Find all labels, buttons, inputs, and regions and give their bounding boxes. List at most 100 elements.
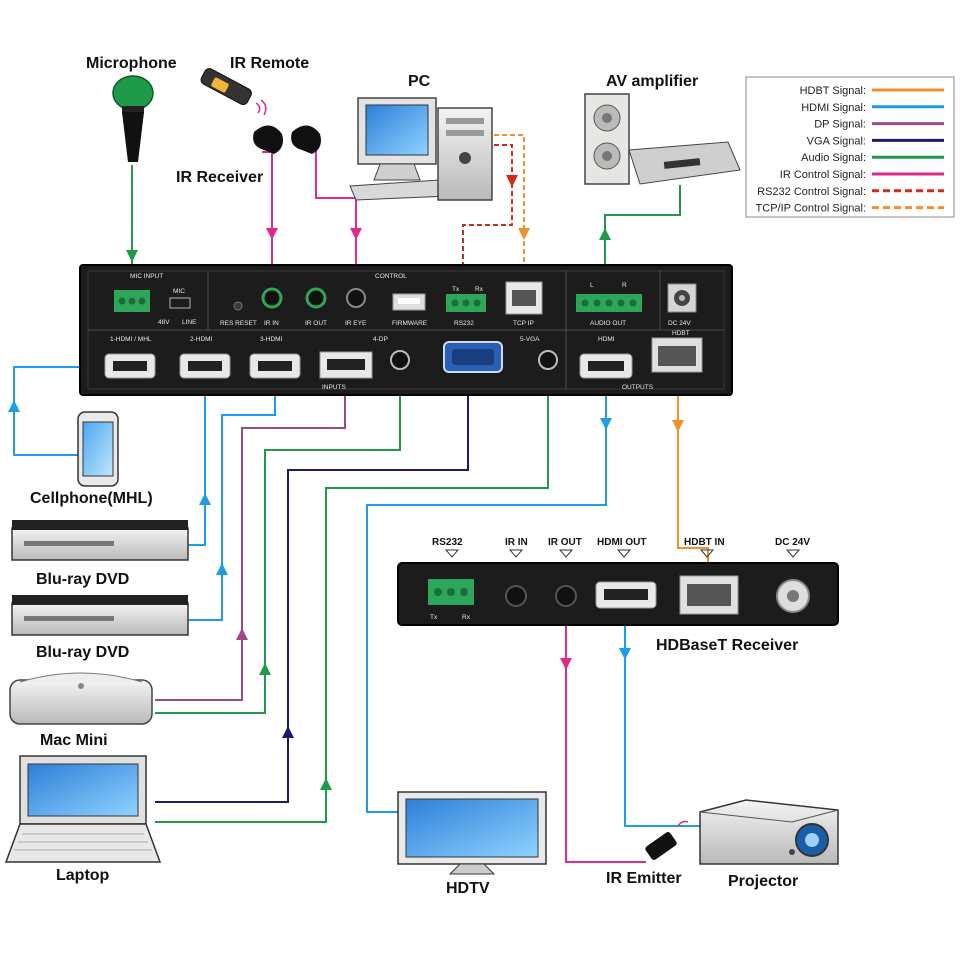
legend-label: HDBT Signal: bbox=[800, 85, 866, 97]
ir-out-cable bbox=[565, 602, 646, 863]
ir-remote-device: IR Remote bbox=[200, 55, 309, 116]
bluray1-label: Blu-ray DVD bbox=[36, 571, 129, 588]
mic-line-label: LINE bbox=[182, 319, 197, 326]
mic-input-label: MIC INPUT bbox=[130, 273, 163, 280]
rs232-label: RS232 bbox=[454, 320, 474, 327]
legend-box bbox=[745, 76, 955, 218]
legend-label: IR Control Signal: bbox=[780, 169, 866, 181]
dp-audio-jack[interactable] bbox=[390, 350, 410, 370]
ir-eye-jack[interactable] bbox=[346, 288, 366, 308]
bluray-player-1: Blu-ray DVD bbox=[11, 520, 189, 588]
dp-cable bbox=[155, 378, 346, 701]
hdbt-cable bbox=[677, 372, 709, 590]
microphone-device: Microphone bbox=[86, 55, 177, 162]
res-reset-label: RES RESET bbox=[220, 320, 257, 327]
rx-tx-label: Tx bbox=[430, 614, 438, 621]
pc-label: PC bbox=[408, 73, 431, 90]
in5-label: 5-VGA bbox=[520, 336, 540, 343]
laptop-device: Laptop bbox=[4, 755, 162, 884]
laptop-audio-cable bbox=[155, 378, 549, 823]
mic-line-switch[interactable] bbox=[169, 297, 191, 309]
ir-receiver-device: IR Receiver bbox=[176, 125, 321, 186]
rx-ir-in-jack[interactable] bbox=[505, 585, 527, 607]
legend-label: RS232 Control Signal: bbox=[757, 186, 866, 198]
dp-arrow bbox=[236, 628, 248, 640]
outputs-label: OUTPUTS bbox=[622, 384, 654, 391]
audio-l-label: L bbox=[590, 282, 594, 289]
in3-label: 3-HDMI bbox=[260, 336, 283, 343]
audio-r-label: R bbox=[622, 282, 627, 289]
mic-48v-label: 48V bbox=[158, 319, 170, 326]
legend-label: TCP/IP Control Signal: bbox=[756, 203, 866, 215]
rx-hdbt-in-label: HDBT IN bbox=[684, 537, 725, 548]
rx-rs232-label: RS232 bbox=[432, 537, 463, 548]
rx-rx-label: Rx bbox=[462, 614, 471, 621]
ir-in-arrow bbox=[266, 228, 278, 240]
hdmi-out-label: HDMI bbox=[598, 336, 615, 343]
mic-switch-label: MIC bbox=[173, 288, 185, 295]
hdbaset-receiver-label: HDBaseT Receiver bbox=[656, 637, 798, 654]
rx-ir-out-label: IR OUT bbox=[548, 537, 582, 548]
laptop-label: Laptop bbox=[56, 867, 110, 884]
av-amplifier-device: AV amplifier bbox=[584, 73, 741, 185]
hdtv-label: HDTV bbox=[446, 880, 490, 897]
inputs-label: INPUTS bbox=[322, 384, 347, 391]
amp-arrow bbox=[599, 228, 611, 240]
ir-out-label: IR OUT bbox=[305, 320, 327, 327]
mac-mini-label: Mac Mini bbox=[40, 732, 108, 749]
rx-hdmi-out-label: HDMI OUT bbox=[597, 537, 646, 548]
bluray2-cable bbox=[188, 378, 276, 621]
tcpip-cable bbox=[494, 134, 525, 280]
bluray-player-2: Blu-ray DVD bbox=[11, 595, 189, 661]
firmware-label: FIRMWARE bbox=[392, 320, 428, 327]
hdtv-cable bbox=[366, 378, 607, 813]
rx-dc-label: DC 24V bbox=[775, 537, 810, 548]
ir-in-jack[interactable] bbox=[261, 287, 283, 309]
rx-ir-in-label: IR IN bbox=[505, 537, 528, 548]
macmini-audio-cable bbox=[155, 378, 401, 714]
res-reset-button[interactable] bbox=[233, 301, 243, 311]
in2-label: 2-HDMI bbox=[190, 336, 213, 343]
rs232-cable bbox=[462, 144, 513, 286]
audio-out-label: AUDIO OUT bbox=[590, 320, 626, 327]
cellphone-label: Cellphone(MHL) bbox=[30, 490, 153, 507]
ir-emitter-device: IR Emitter bbox=[606, 820, 689, 887]
legend-label: Audio Signal: bbox=[801, 152, 866, 164]
rx-ir-out-jack[interactable] bbox=[555, 585, 577, 607]
pc-device: PC bbox=[349, 73, 493, 201]
microphone-label: Microphone bbox=[86, 55, 177, 72]
ir-receiver-label: IR Receiver bbox=[176, 169, 263, 186]
vga-cable bbox=[155, 372, 469, 803]
mic-arrow bbox=[126, 250, 138, 262]
av-amplifier-label: AV amplifier bbox=[606, 73, 698, 90]
bluray1-arrow bbox=[199, 493, 211, 505]
legend-label: DP Signal: bbox=[814, 119, 866, 131]
legend-label: HDMI Signal: bbox=[801, 102, 866, 114]
cables bbox=[8, 134, 709, 863]
tcpip-arrow bbox=[518, 228, 530, 240]
vga-arrow bbox=[282, 726, 294, 738]
signal-legend: HDBT Signal:HDMI Signal:DP Signal:VGA Si… bbox=[745, 76, 955, 218]
rs232-arrow bbox=[506, 175, 518, 187]
projector-cable bbox=[624, 605, 700, 827]
dc-label: DC 24V bbox=[668, 320, 691, 327]
hdtv-device: HDTV bbox=[397, 791, 547, 897]
projector-label: Projector bbox=[728, 873, 798, 890]
hdbaset-receiver-device: RS232 IR IN IR OUT HDMI OUT HDBT IN DC 2… bbox=[397, 537, 839, 654]
mhl-arrow bbox=[8, 400, 20, 412]
in1-label: 1-HDMI / MHL bbox=[110, 336, 152, 343]
bluray1-cable bbox=[188, 378, 206, 546]
vga-audio-jack[interactable] bbox=[538, 350, 558, 370]
control-label: CONTROL bbox=[375, 273, 407, 280]
ir-out-arrow bbox=[560, 658, 572, 670]
cellphone-device: Cellphone(MHL) bbox=[30, 411, 153, 507]
hdbt-arrow bbox=[672, 420, 684, 432]
ir-out-jack[interactable] bbox=[305, 287, 327, 309]
projector-arrow bbox=[619, 648, 631, 660]
tcpip-label: TCP IP bbox=[513, 320, 534, 327]
ir-eye-arrow bbox=[350, 228, 362, 240]
matrix-switcher: MIC INPUT CONTROL MIC 48V LINE RES RESET… bbox=[79, 264, 733, 396]
hdbt-label: HDBT bbox=[672, 330, 690, 337]
amp-audio-cable bbox=[604, 185, 681, 288]
